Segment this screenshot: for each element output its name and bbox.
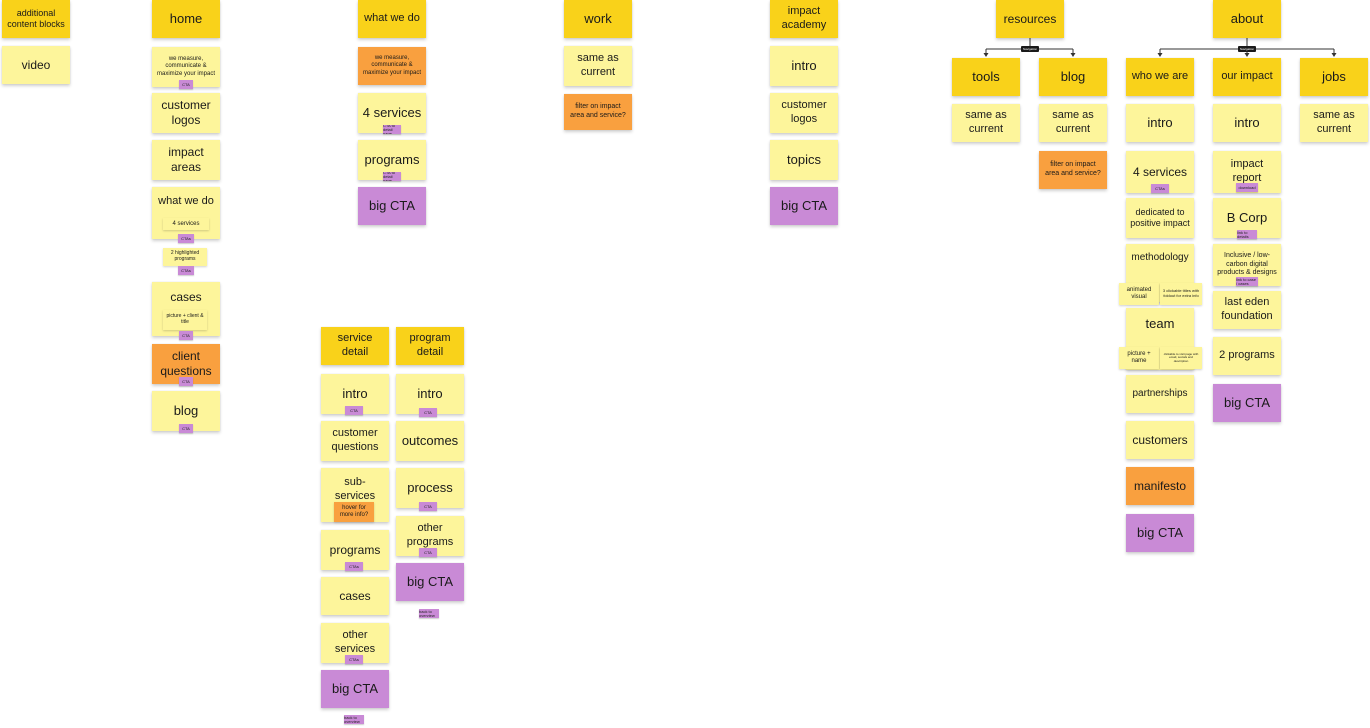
arrow-head-icon (1331, 53, 1337, 57)
sticky-note-work[interactable]: work (564, 0, 632, 38)
sticky-note-intro[interactable]: intro (396, 374, 464, 414)
cta-badge[interactable]: CTA (419, 548, 437, 557)
sticky-note-big-cta[interactable]: big CTA (770, 187, 838, 225)
cta-badge[interactable]: download (1236, 183, 1258, 192)
arrow-head-icon (983, 53, 989, 57)
mini-note-animated-visual[interactable]: animated visual (1119, 283, 1159, 305)
sticky-note-same-as-current[interactable]: same as current (952, 104, 1020, 142)
arrow-head-icon (1244, 53, 1250, 57)
mini-note-clickable-to-visit-page-with-email-socials-and-description[interactable]: clickable to visit page with email, soci… (1160, 347, 1202, 369)
sticky-note-partnerships[interactable]: partnerships (1126, 375, 1194, 413)
cta-badge[interactable]: CTAs (345, 655, 363, 664)
sticky-note-big-cta[interactable]: big CTA (1126, 514, 1194, 552)
mini-note-2-highlighted-programs[interactable]: 2 highlighted programs (163, 248, 207, 266)
sticky-note-topics[interactable]: topics (770, 140, 838, 180)
sticky-note-customer-questions[interactable]: customer questions (321, 421, 389, 461)
sticky-note-our-impact[interactable]: our impact (1213, 58, 1281, 96)
mini-note-hover-for-more-info[interactable]: hover for more info? (334, 502, 374, 522)
mini-note-picture-client-title[interactable]: picture + client & title (163, 310, 207, 330)
sticky-note-program-detail[interactable]: program detail (396, 327, 464, 365)
sticky-note-additional-content-blocks[interactable]: additional content blocks (2, 0, 70, 38)
sticky-note-big-cta[interactable]: big CTA (1213, 384, 1281, 422)
sticky-note-outcomes[interactable]: outcomes (396, 421, 464, 461)
sticky-note-intro[interactable]: intro (1126, 104, 1194, 142)
sticky-note-intro[interactable]: intro (770, 46, 838, 86)
cta-badge[interactable]: CTA (179, 377, 193, 386)
cta-badge[interactable]: CTAs (1151, 184, 1169, 193)
sticky-note-customers[interactable]: customers (1126, 421, 1194, 459)
sticky-note-last-eden-foundation[interactable]: last eden foundation (1213, 291, 1281, 329)
sticky-note-same-as-current[interactable]: same as current (1300, 104, 1368, 142)
cta-badge[interactable]: CTA (179, 331, 193, 340)
sticky-note-process[interactable]: process (396, 468, 464, 508)
mini-note-3-clickable-titles-with-foldout-for-extra-info[interactable]: 3 clickable titles with foldout for extr… (1160, 283, 1202, 305)
cta-badge[interactable]: CTA (179, 80, 193, 89)
sticky-note-we-measure-communicate-maximize-your-impact[interactable]: we measure, communicate & maximize your … (358, 47, 426, 85)
cta-badge[interactable]: CTAs (178, 234, 194, 243)
sticky-note-impact-academy[interactable]: impact academy (770, 0, 838, 38)
sticky-note-big-cta[interactable]: big CTA (396, 563, 464, 601)
arrow-head-icon (1070, 53, 1076, 57)
sticky-note-jobs[interactable]: jobs (1300, 58, 1368, 96)
sticky-note-cases[interactable]: cases (321, 577, 389, 615)
sticky-note-video[interactable]: video (2, 46, 70, 84)
sticky-note-home[interactable]: home (152, 0, 220, 38)
sticky-note-about[interactable]: about (1213, 0, 1281, 38)
sticky-note-service-detail[interactable]: service detail (321, 327, 389, 365)
connector-label: Navigation (1238, 46, 1256, 52)
arrow-head-icon (1157, 53, 1163, 57)
cta-badge[interactable]: back to overview (419, 609, 439, 618)
cta-badge[interactable]: CTA (419, 502, 437, 511)
cta-badge[interactable]: back to overview (344, 715, 364, 724)
sticky-note-filter-on-impact-area-and-service[interactable]: filter on impact area and service? (564, 94, 632, 130)
sticky-note-same-as-current[interactable]: same as current (564, 46, 632, 86)
sticky-note-manifesto[interactable]: manifesto (1126, 467, 1194, 505)
sticky-note-intro[interactable]: intro (1213, 104, 1281, 142)
sticky-note-what-we-do[interactable]: what we do (358, 0, 426, 38)
cta-badge[interactable]: CTAs (345, 562, 363, 571)
sticky-note-what-we-do[interactable]: what we do (152, 187, 220, 239)
sticky-note-customer-logos[interactable]: customer logos (770, 93, 838, 133)
sticky-note-tools[interactable]: tools (952, 58, 1020, 96)
cta-badge[interactable]: CTA to detail page (383, 172, 401, 181)
sticky-note-resources[interactable]: resources (996, 0, 1064, 38)
cta-badge[interactable]: CTA (345, 406, 363, 415)
mini-note-picture-name[interactable]: picture + name (1119, 347, 1159, 369)
cta-badge[interactable]: CTA (419, 408, 437, 417)
cta-badge[interactable]: CTA to detail page (383, 125, 401, 134)
sticky-note-who-we-are[interactable]: who we are (1126, 58, 1194, 96)
sticky-note-blog[interactable]: blog (1039, 58, 1107, 96)
mini-note-4-services[interactable]: 4 services (163, 218, 209, 230)
sticky-note-big-cta[interactable]: big CTA (321, 670, 389, 708)
sticky-note-impact-areas[interactable]: impact areas (152, 140, 220, 180)
sticky-note-2-programs[interactable]: 2 programs (1213, 337, 1281, 375)
cta-badge[interactable]: CTAs (178, 266, 194, 275)
sticky-note-dedicated-to-positive-impact[interactable]: dedicated to positive impact (1126, 198, 1194, 238)
cta-badge[interactable]: CTA (179, 424, 193, 433)
sticky-note-filter-on-impact-area-and-service[interactable]: filter on impact area and service? (1039, 151, 1107, 189)
cta-badge[interactable]: link to case / cases (1236, 277, 1258, 286)
cta-badge[interactable]: link to details (1237, 230, 1257, 239)
sticky-note-customer-logos[interactable]: customer logos (152, 93, 220, 133)
sticky-note-big-cta[interactable]: big CTA (358, 187, 426, 225)
connector-label: Navigation (1021, 46, 1039, 52)
sticky-note-same-as-current[interactable]: same as current (1039, 104, 1107, 142)
